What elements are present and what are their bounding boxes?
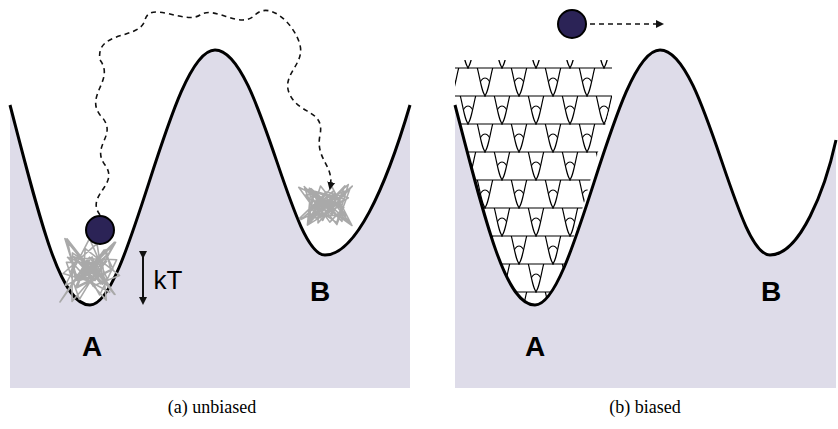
landscape-fill (10, 50, 410, 388)
gaussian-hill (467, 22, 503, 68)
gaussian-hill (433, 22, 469, 68)
gaussian-hill (484, 50, 520, 96)
state-label: A (82, 332, 102, 363)
gaussian-hill (433, 246, 469, 292)
gaussian-hill (637, 78, 673, 124)
gaussian-hill (518, 50, 554, 96)
gaussian-hill (620, 162, 656, 208)
bias-gaussians (416, 22, 673, 320)
state-label: B (761, 277, 781, 308)
state-label: B (310, 277, 330, 308)
gaussian-hill (603, 190, 639, 236)
landscape-curve (10, 50, 410, 305)
gaussian-hill (620, 218, 656, 264)
landscape-curve (455, 50, 836, 305)
landscape-fill (455, 50, 836, 388)
gaussian-hill (586, 50, 622, 96)
gaussian-hill (637, 134, 673, 180)
gaussian-hill (501, 22, 537, 68)
state-label: A (525, 332, 545, 363)
gaussian-hill (416, 106, 452, 152)
gaussian-hill (416, 274, 452, 320)
transition-path (96, 10, 331, 215)
gaussian-hill (603, 246, 639, 292)
gaussian-hill (416, 162, 452, 208)
gaussian-hill (450, 50, 486, 96)
gaussian-hill (433, 190, 469, 236)
panel-caption: (b) biased (609, 398, 680, 418)
gaussian-hill (416, 218, 452, 264)
gaussian-hill (637, 190, 673, 236)
gaussian-hill (450, 274, 486, 320)
gaussian-hill (552, 50, 588, 96)
gaussian-hill (416, 50, 452, 96)
gaussian-hill (620, 50, 656, 96)
thermal-fluctuation (60, 185, 352, 302)
particle (558, 10, 586, 38)
gaussian-hill (620, 274, 656, 320)
gaussian-hill (603, 22, 639, 68)
kt-arrow (142, 256, 144, 302)
gaussian-hill (586, 218, 622, 264)
thermal-tangle (60, 239, 120, 302)
escape-arrow (590, 23, 662, 25)
gaussian-hill (620, 106, 656, 152)
thermal-tangle (299, 185, 353, 226)
particle (86, 216, 114, 244)
panel-caption: (a) unbiased (168, 398, 256, 418)
gaussian-hill (586, 274, 622, 320)
gaussian-hill (450, 218, 486, 264)
energy-scale-label: kT (154, 266, 183, 295)
gaussian-hill (569, 246, 605, 292)
gaussian-hill (637, 246, 673, 292)
